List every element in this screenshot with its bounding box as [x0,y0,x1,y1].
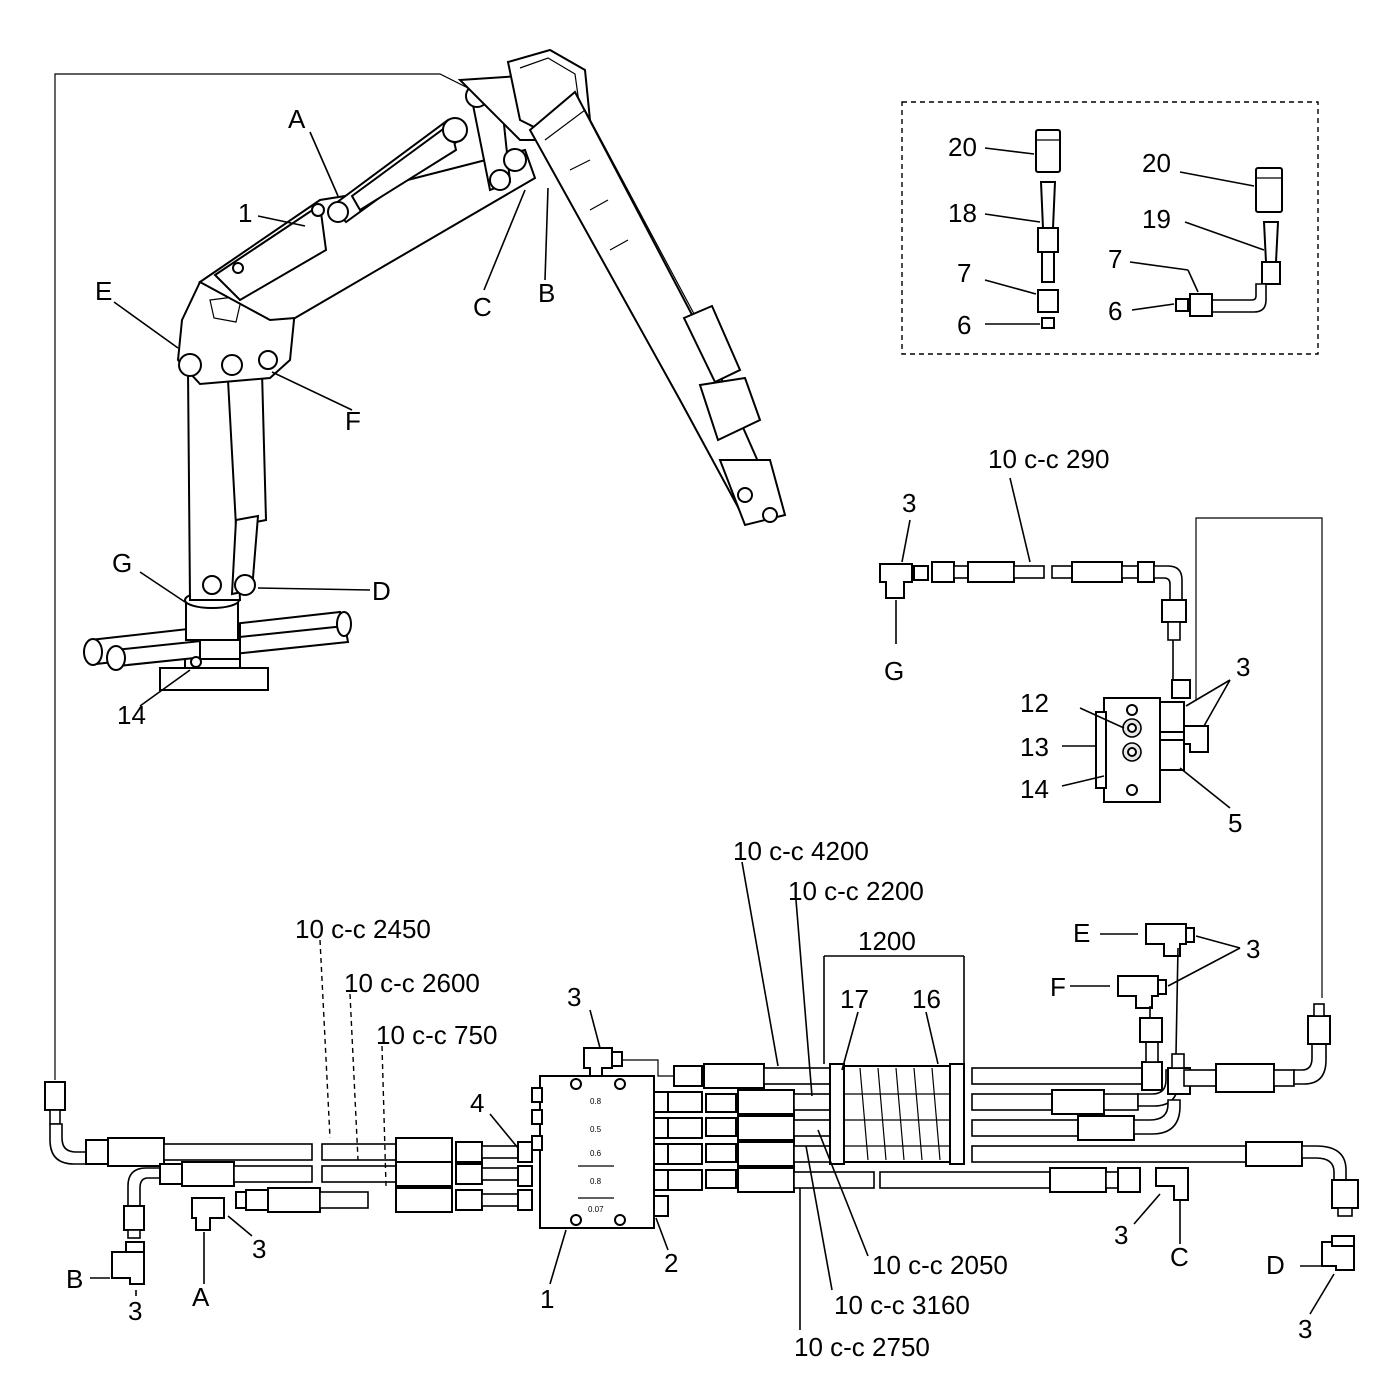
label-dim-1200: 1200 [858,926,916,956]
block-label-5: 5 [1228,808,1242,838]
label-d: D [1266,1250,1285,1280]
label-4: 4 [470,1088,484,1118]
label-hose-2750: 10 c-c 2750 [794,1332,930,1362]
label-f: F [1050,972,1066,1002]
crane-label-c: C [473,292,492,322]
distributor-mark-1: 0.8 [590,1097,602,1106]
label-hose-4200: 10 c-c 4200 [733,836,869,866]
inset-frame [901,101,1319,355]
crane-label-e: E [95,276,112,306]
distributor-block [539,1075,655,1229]
label-a: A [192,1282,210,1312]
main-text: 10 c-c 4200 10 c-c 2200 10 c-c 2450 10 c… [66,836,1312,1362]
main-hose-layout: 0.8 0.5 0.6 0.8 0.07 [44,923,1359,1285]
crane-label-a: A [288,104,306,134]
label-hose-2200: 10 c-c 2200 [788,876,924,906]
inset-label-20-left: 20 [948,132,977,162]
crane-leaders [113,131,549,707]
crane-label-b: B [538,278,555,308]
label-hose-3160: 10 c-c 3160 [834,1290,970,1320]
block-label-12: 12 [1020,688,1049,718]
crane-illustration [83,48,787,691]
label-1: 1 [540,1284,554,1314]
inset-label-7-right: 7 [1108,244,1122,274]
label-3-b: 3 [128,1296,142,1326]
label-hose-750: 10 c-c 750 [376,1020,497,1050]
label-hose-2600: 10 c-c 2600 [344,968,480,998]
main-leaders [90,861,1335,1330]
block-label-3-top: 3 [902,488,916,518]
inset-label-18: 18 [948,198,977,228]
inset-label-6-right: 6 [1108,296,1122,326]
label-b: B [66,1264,83,1294]
crane-text: A 1 E C B F G D 14 [95,104,555,730]
lube-block-assembly [879,477,1323,998]
inset-text: 20 18 7 6 20 19 7 6 [948,132,1171,340]
crane-label-g: G [112,548,132,578]
label-17: 17 [840,984,869,1014]
label-3-ef: 3 [1246,934,1260,964]
label-c: C [1170,1242,1189,1272]
crane-label-d: D [372,576,391,606]
lube-block-text: 10 c-c 290 3 G 3 12 13 14 5 [884,444,1250,838]
distributor-mark-5: 0.07 [588,1205,604,1214]
crane-label-1: 1 [238,198,252,228]
distributor-mark-4: 0.8 [590,1177,602,1186]
label-e: E [1073,918,1090,948]
distributor-mark-2: 0.5 [590,1125,602,1134]
fitting-inset [901,101,1319,355]
block-label-14: 14 [1020,774,1049,804]
label-3-d: 3 [1298,1314,1312,1344]
block-label-3-right: 3 [1236,652,1250,682]
label-hose-290: 10 c-c 290 [988,444,1109,474]
label-2: 2 [664,1248,678,1278]
inset-label-20-right: 20 [1142,148,1171,178]
label-16: 16 [912,984,941,1014]
crane-label-f: F [345,406,361,436]
label-hose-2050: 10 c-c 2050 [872,1250,1008,1280]
label-hose-2450: 10 c-c 2450 [295,914,431,944]
label-3-distributor: 3 [567,982,581,1012]
inset-label-19: 19 [1142,204,1171,234]
label-3-c: 3 [1114,1220,1128,1250]
label-3-a: 3 [252,1234,266,1264]
inset-label-6-left: 6 [957,310,971,340]
crane-label-14: 14 [117,700,146,730]
inset-label-7-left: 7 [957,258,971,288]
distributor-mark-3: 0.6 [590,1149,602,1158]
block-label-13: 13 [1020,732,1049,762]
block-label-g: G [884,656,904,686]
